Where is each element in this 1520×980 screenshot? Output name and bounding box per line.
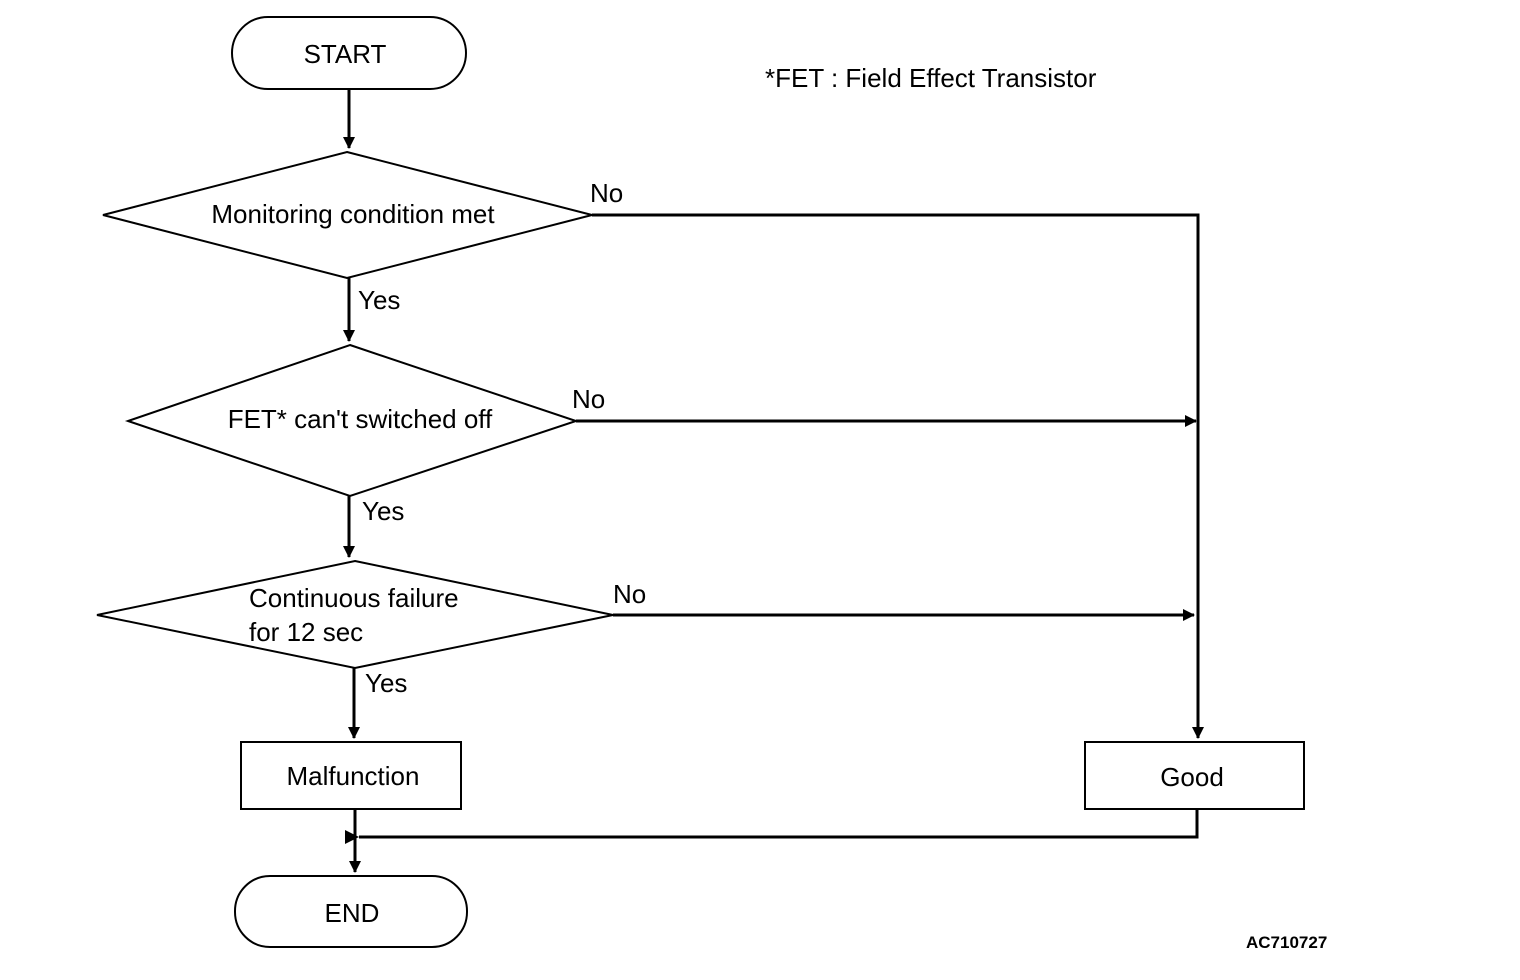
decision3-label-line1: Continuous failure: [249, 583, 459, 613]
start-label: START: [304, 39, 387, 69]
decision3-label-line2: for 12 sec: [249, 617, 363, 647]
decision2-label: FET* can't switched off: [228, 404, 493, 434]
end-terminator: [234, 875, 468, 948]
good-box: [1084, 741, 1305, 810]
edge-good-to-merge: [345, 809, 1199, 844]
decision-monitoring-condition: [102, 150, 593, 280]
good-label: Good: [1160, 762, 1224, 792]
decision1-yes-label: Yes: [358, 285, 400, 315]
decision1-label: Monitoring condition met: [211, 199, 495, 229]
decision-continuous-failure: [96, 559, 614, 670]
end-label: END: [325, 898, 380, 928]
malfunction-box: [240, 741, 462, 810]
decision1-no-label: No: [590, 178, 623, 208]
decision3-yes-label: Yes: [365, 668, 407, 698]
malfunction-label: Malfunction: [287, 761, 420, 791]
edge-decision1-no: [592, 213, 1204, 739]
fet-footnote: *FET : Field Effect Transistor: [765, 63, 1097, 93]
decision2-yes-label: Yes: [362, 496, 404, 526]
decision3-no-label: No: [613, 579, 646, 609]
decision2-no-label: No: [572, 384, 605, 414]
figure-code: AC710727: [1246, 933, 1327, 952]
